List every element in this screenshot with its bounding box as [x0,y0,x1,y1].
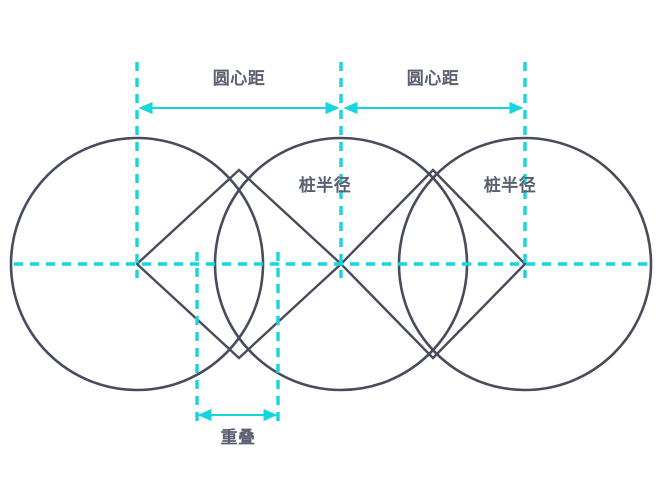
label-pile-radius-left: 桩半径 [299,175,352,196]
label-pile-radius-right: 桩半径 [484,175,537,196]
guide-lines-group [14,62,652,428]
label-center-distance-right: 圆心距 [407,69,460,89]
radius-diamond-right [339,168,527,360]
dimension-arrows-group [138,101,524,422]
label-overlap: 重叠 [221,427,256,448]
diagram-labels-group: 圆心距 圆心距 重叠 桩半径 桩半径 [213,69,537,448]
label-center-distance-left: 圆心距 [213,69,266,89]
